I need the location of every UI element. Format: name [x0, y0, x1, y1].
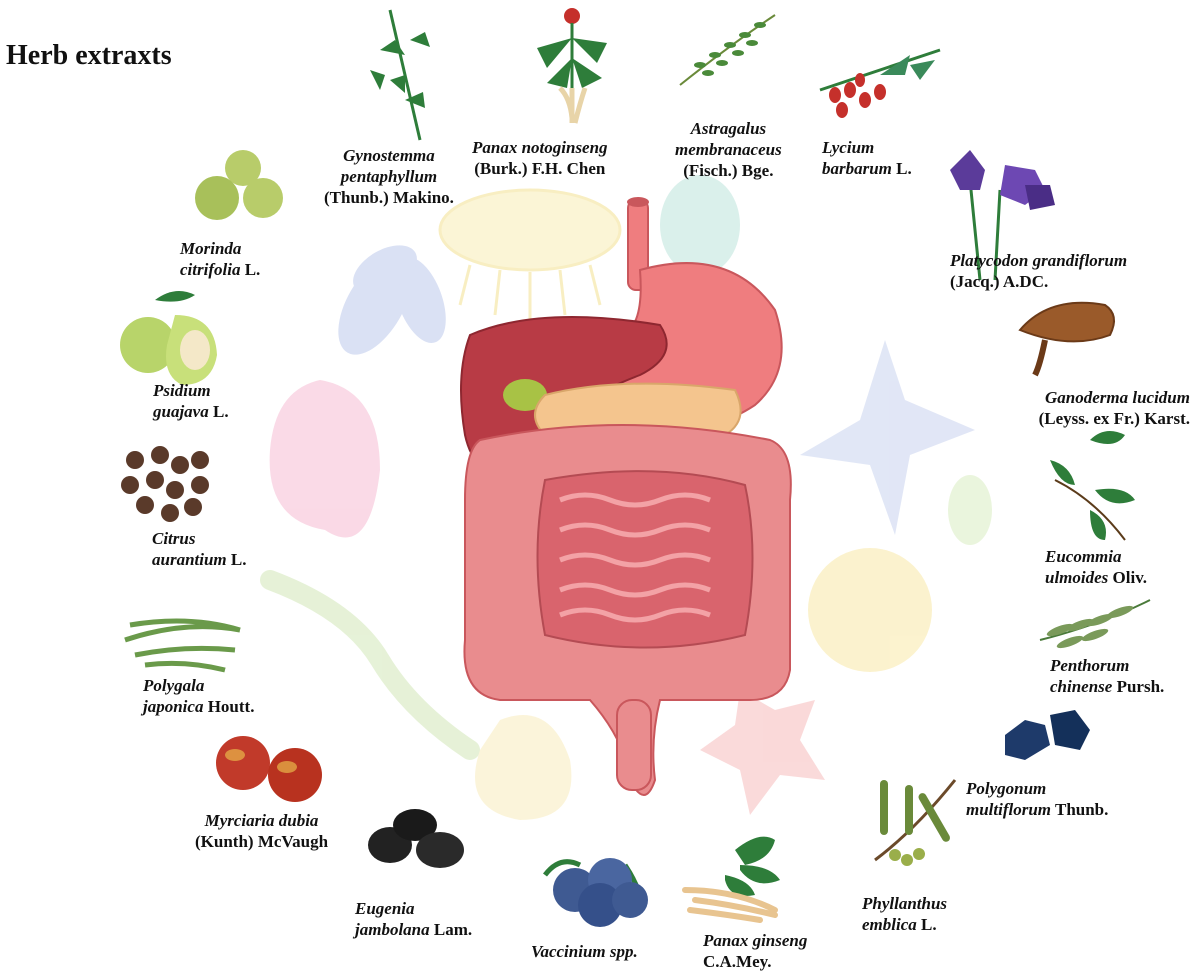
herb-label-panax-notoginseng: Panax notoginseng (Burk.) F.H. Chen — [472, 138, 608, 178]
pink-star-microbe — [700, 690, 825, 815]
herb-label-eucommia: Eucommia ulmoides Oliv. — [1045, 547, 1148, 587]
star-microbe — [800, 340, 975, 535]
dried-fruits-icon — [121, 446, 209, 522]
camu-camu-icon — [216, 736, 322, 802]
ginseng-plant-icon — [537, 8, 607, 124]
herb-label-penthorum: Penthorum chinense Pursh. — [1050, 656, 1165, 696]
leaf-sprig-icon — [1050, 431, 1135, 541]
herb-label-citrus: Citrus aurantium L. — [152, 529, 247, 569]
herb-label-eugenia: Eugenia jambolana Lam. — [355, 899, 473, 939]
figure-title: Herb extraxts — [6, 40, 172, 71]
ginseng-root-icon — [682, 836, 780, 923]
herb-label-astragalus: Astragalus membranaceus (Fisch.) Bge. — [675, 119, 782, 180]
gallbladder — [503, 379, 547, 411]
rod-bacteria — [338, 245, 446, 355]
mushroom-icon — [1018, 301, 1115, 377]
herb-label-platycodon: Platycodon grandiflorum (Jacq.) A.DC. — [950, 251, 1128, 291]
small-intestine — [536, 470, 754, 649]
herb-label-lycium: Lycium barbarum L. — [822, 138, 912, 178]
ciliate-microbe — [438, 188, 622, 320]
bellflower-icon — [950, 150, 1055, 281]
black-berries-icon — [368, 809, 464, 868]
fruit-branch-icon — [874, 779, 957, 866]
herb-label-myrciaria: Myrciaria dubia (Kunth) McVaugh — [195, 811, 329, 851]
pinnate-branch-icon — [679, 14, 776, 86]
pink-amoeba — [269, 380, 380, 538]
microbe-background — [260, 175, 992, 820]
herb-label-phyllanthus: Phyllanthus emblica L. — [862, 894, 948, 934]
noni-fruit-icon — [195, 150, 283, 220]
dried-herb-icon — [124, 618, 241, 673]
small-intestine-coils — [559, 492, 711, 623]
teal-microbe — [660, 175, 740, 275]
rectum — [616, 699, 652, 791]
herb-label-morinda: Morinda citrifolia L. — [180, 239, 261, 279]
herb-label-ganoderma: Ganoderma lucidum (Leyss. ex Fr.) Karst. — [1038, 388, 1190, 428]
herb-label-gynostemma: Gynostemma pentaphyllum (Thunb.) Makino. — [324, 146, 454, 207]
yellow-droplet — [475, 715, 572, 820]
green-chain — [260, 570, 480, 760]
digestive-system — [460, 197, 792, 796]
herb-label-polygala: Polygala japonica Houtt. — [143, 676, 255, 716]
herb-label-polygonum: Polygonum multiflorum Thunb. — [966, 779, 1109, 819]
guava-icon — [120, 291, 217, 385]
herb-label-panax-ginseng: Panax ginseng C.A.Mey. — [703, 931, 808, 971]
green-pill — [948, 475, 992, 545]
blueberries-icon — [543, 858, 648, 927]
esophagus-opening — [627, 197, 649, 207]
herb-label-psidium: Psidium guajava L. — [153, 381, 229, 421]
herb-label-vaccinium: Vaccinium spp. — [531, 942, 638, 961]
goji-branch-icon — [819, 48, 941, 118]
vine-leaves-icon — [370, 9, 430, 141]
herb-sprig-icon — [1039, 599, 1151, 649]
yellow-spore — [808, 548, 932, 672]
dark-root-pieces-icon — [1005, 710, 1090, 760]
